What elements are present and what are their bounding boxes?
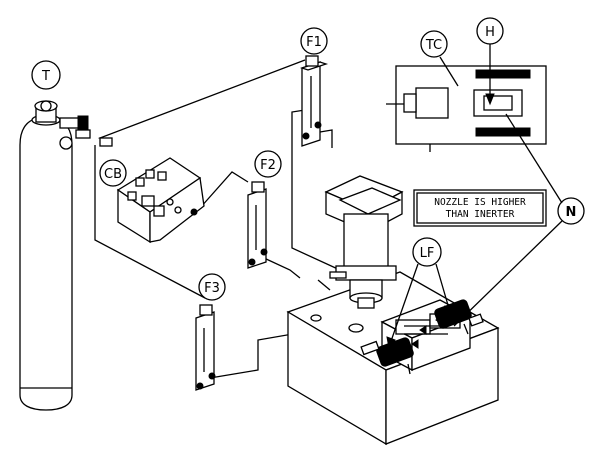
nozzle-label: N [566, 205, 577, 220]
furnace-column [324, 175, 404, 309]
thermocouple-label-marker: TC [420, 30, 459, 87]
nozzle-label-marker: N [453, 113, 585, 327]
flowmeter-f1-label: F1 [306, 35, 322, 50]
tank-label-marker: T [31, 60, 61, 90]
control-box-label: CB [104, 167, 122, 182]
tank-label: T [41, 69, 50, 84]
flowmeter-f3 [195, 304, 216, 391]
note-line-1: NOZZLE IS HIGHER [434, 197, 526, 208]
thermocouple-label: TC [425, 38, 442, 53]
flowmeter-f2-label-marker: F2 [254, 150, 282, 178]
note-line-2: THAN INERTER [446, 209, 515, 220]
control-box-label-marker: CB [99, 159, 127, 187]
laminar-flow-label-marker: LF [386, 237, 454, 350]
flowmeter-f3-label: F3 [204, 281, 220, 296]
note-box: NOZZLE IS HIGHER THAN INERTER [413, 189, 547, 227]
flowmeter-f2 [247, 181, 268, 269]
heater-label: H [485, 25, 495, 40]
flowmeter-f1 [299, 55, 329, 147]
flowmeter-f2-label: F2 [260, 158, 276, 173]
gas-tank [19, 100, 113, 411]
laminar-flow-label: LF [420, 246, 435, 261]
flowmeter-f1-label-marker: F1 [300, 27, 328, 55]
top-view-inset [386, 65, 547, 152]
flowmeter-f3-label-marker: F3 [198, 273, 226, 301]
control-box [116, 157, 205, 244]
heater-rods [360, 299, 484, 375]
heater-label-marker: H [476, 17, 504, 106]
